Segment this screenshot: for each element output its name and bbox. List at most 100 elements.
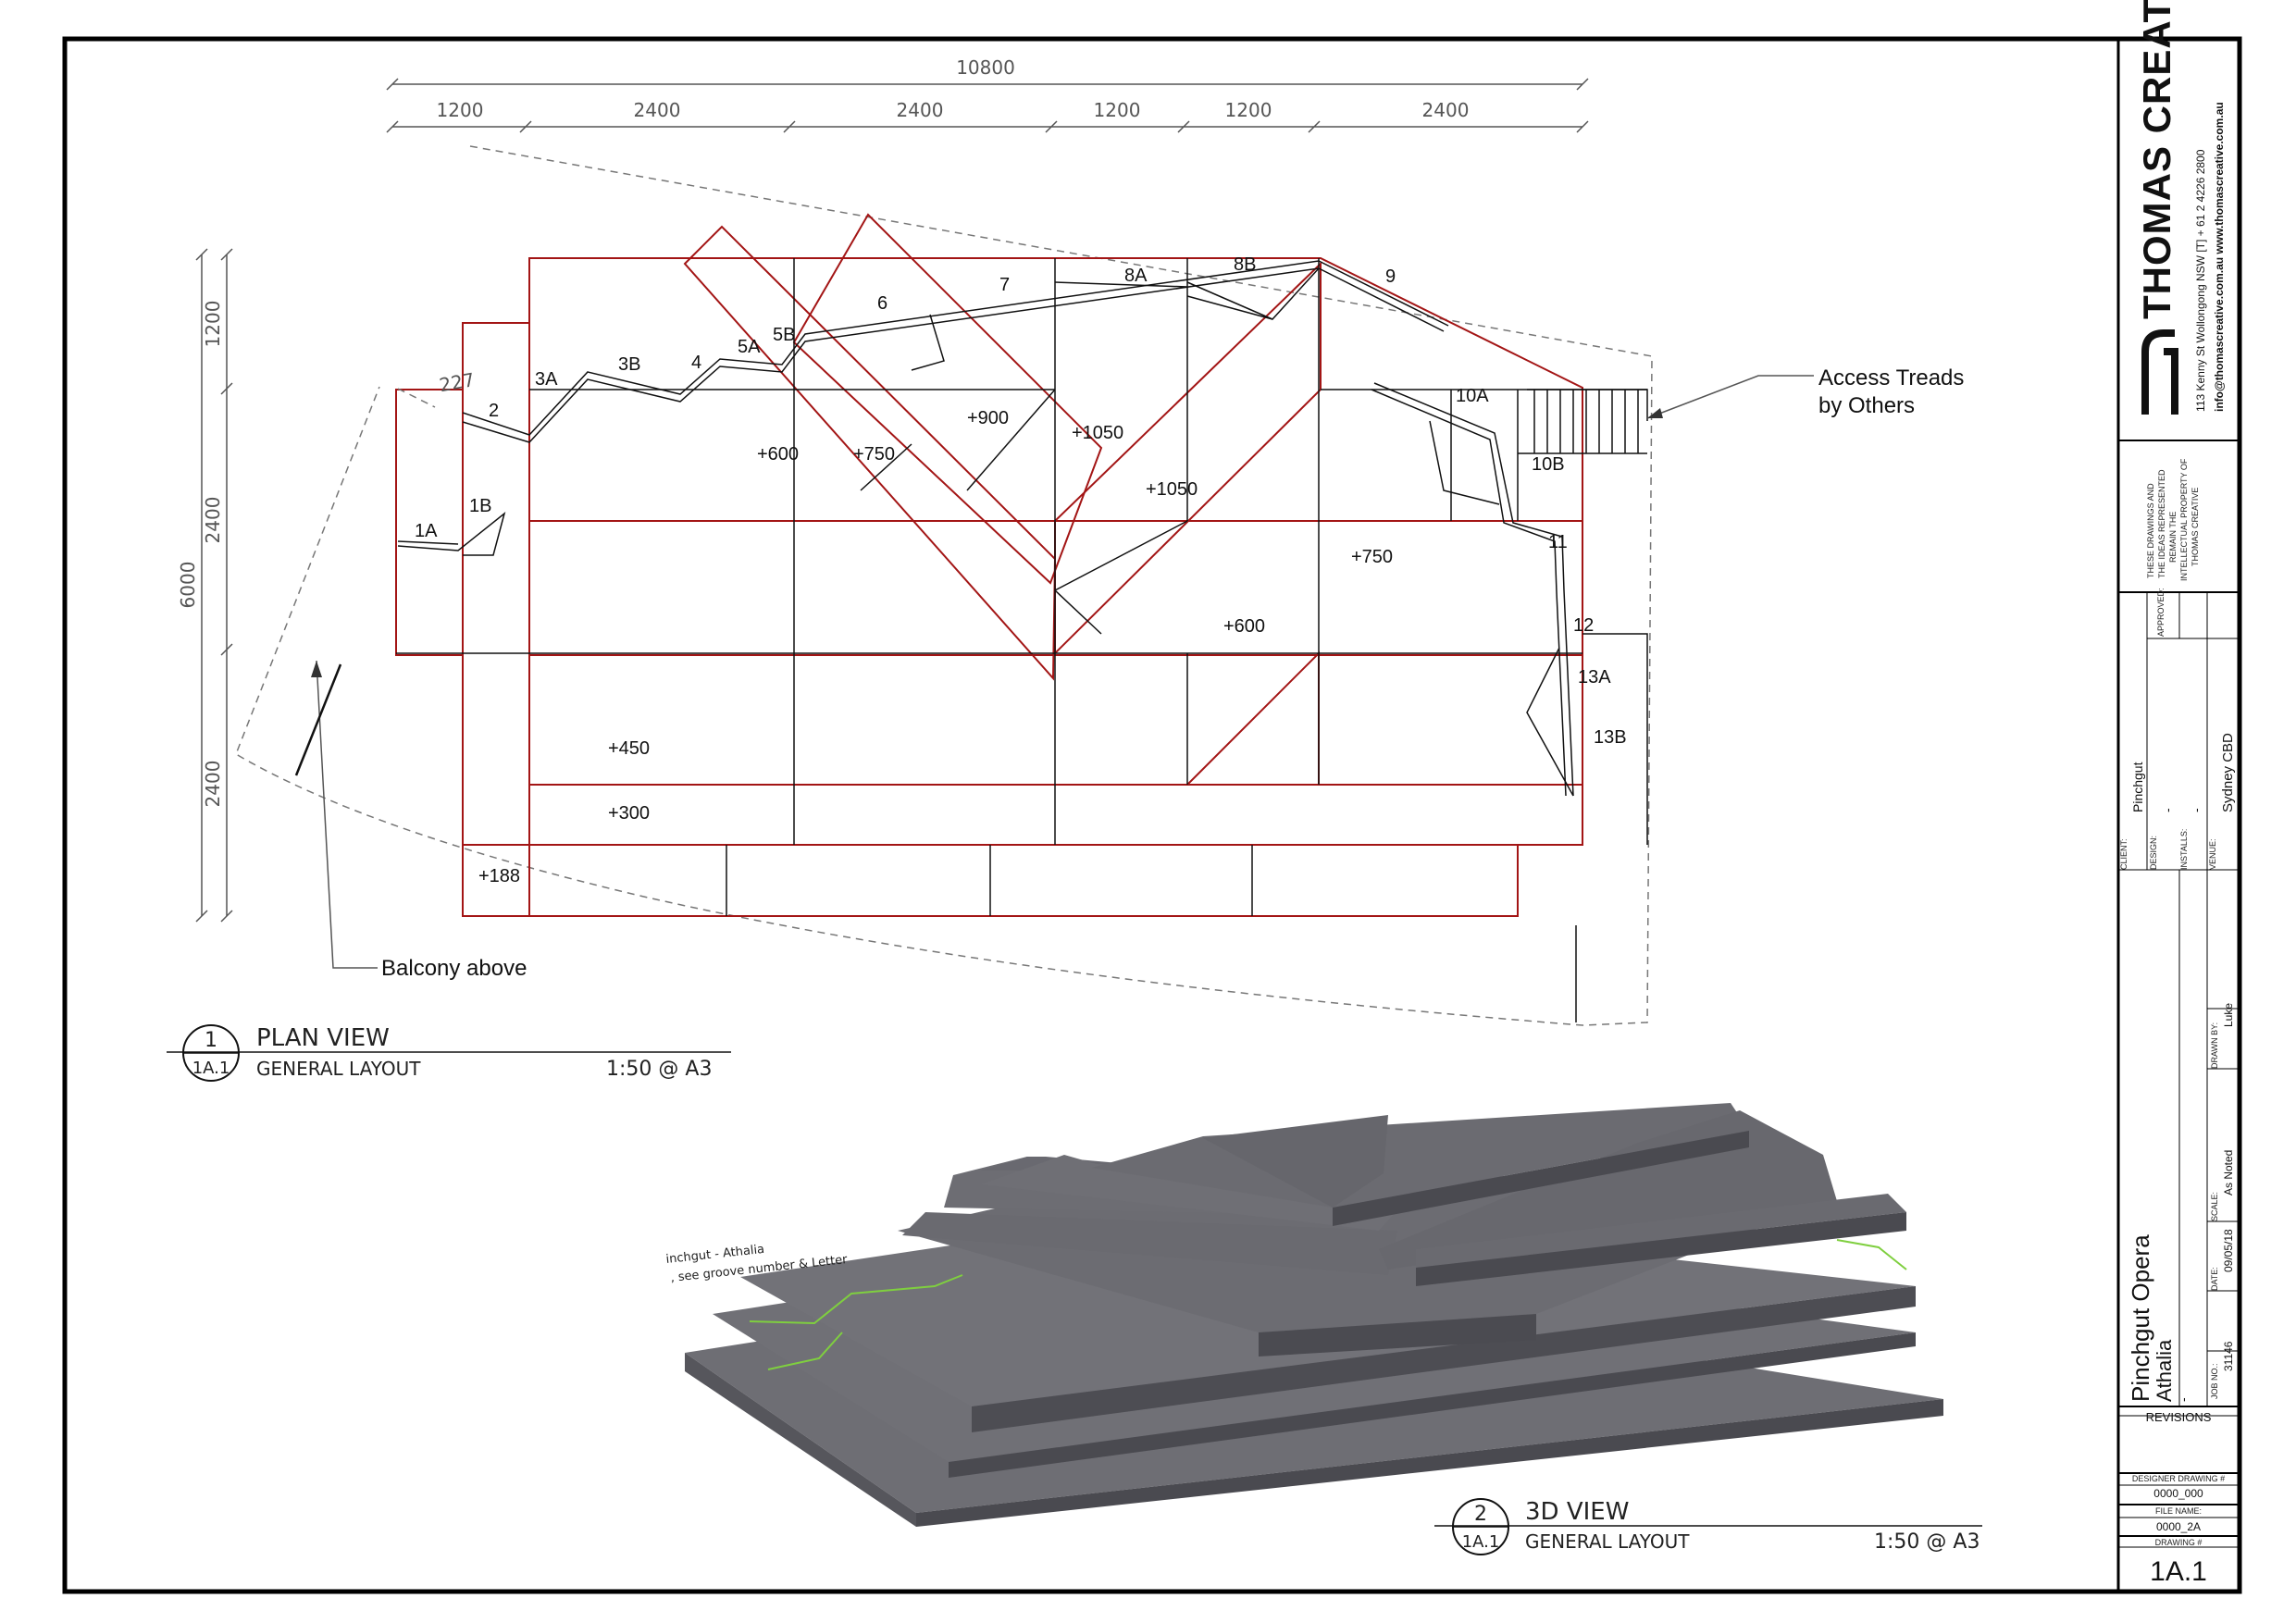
dim-seg-2: 2400: [634, 99, 681, 121]
balcony-label: Balcony above: [381, 956, 527, 981]
job-no-label: JOB NO.:: [2210, 1363, 2219, 1399]
dim-seg-3: 2400: [897, 99, 944, 121]
3d-view-number: 2: [1474, 1503, 1487, 1526]
dim-depth-2: 2400: [202, 497, 224, 544]
access-treads-label: Access Treads: [1818, 365, 1964, 390]
sheet-border: [62, 36, 2242, 1594]
plan-view-heading: PLAN VIEW: [256, 1024, 390, 1052]
access-treads-callout: Access Treads by Others: [1646, 365, 1964, 419]
venue-label: VENUE:: [2208, 838, 2217, 870]
date-label: DATE:: [2210, 1267, 2219, 1291]
title-block: THOMAS CREATIVE 113 Kenny St Wollongong …: [2118, 0, 2240, 1587]
tread-label: 13B: [1594, 727, 1627, 748]
tread-label: 9: [1385, 266, 1396, 287]
level-label: +450: [608, 738, 650, 759]
venue-value: Sydney CBD: [2220, 733, 2236, 812]
view-3d: inchgut - Athalia , see groove number & …: [665, 1103, 1982, 1555]
offset-note: 227: [438, 368, 477, 396]
3d-view-subheading: GENERAL LAYOUT: [1525, 1530, 1690, 1553]
plan-view-title: 1 1A.1 PLAN VIEW GENERAL LAYOUT 1:50 @ A…: [167, 1024, 731, 1082]
approved-label: APPROVED:: [2156, 588, 2166, 637]
level-label: +600: [757, 444, 799, 465]
company-name: THOMAS CREATIVE: [2135, 0, 2178, 319]
slab-side: [972, 1286, 1916, 1432]
tread-label: 11: [1548, 532, 1568, 552]
tread-labels: 1A 1B 2 3A 3B 4 5A 5B 6 7 8A 8B 9 10A 10…: [415, 254, 1627, 748]
company-contact: info@thomascreative.com.au www.thomascre…: [2213, 102, 2226, 412]
3d-view-heading: 3D VIEW: [1525, 1498, 1629, 1526]
slab-top: [1416, 1194, 1906, 1268]
dim-depth-1: 1200: [202, 301, 224, 348]
client-label: CLIENT:: [2119, 838, 2128, 870]
tread-label: 1A: [415, 521, 438, 541]
tread-chain: [397, 260, 1574, 797]
plan-view-sheet-ref: 1A.1: [192, 1059, 230, 1078]
tread-label: 10A: [1456, 386, 1489, 406]
slab-side: [685, 1353, 916, 1527]
scale-label: SCALE:: [2210, 1192, 2219, 1221]
svg-text:THOMAS CREATIVE: THOMAS CREATIVE: [2191, 488, 2200, 566]
slab-side: [1259, 1314, 1536, 1357]
tread-label: 8A: [1124, 266, 1148, 286]
left-dimensions: [195, 248, 233, 923]
level-label: +750: [1351, 547, 1393, 567]
balcony-callout: Balcony above: [294, 388, 527, 981]
design-value: -: [2160, 808, 2175, 812]
company-address: 113 Kenny St Wollongong NSW [T] + 61 2 4…: [2194, 149, 2207, 412]
svg-text:THESE DRAWINGS AND: THESE DRAWINGS AND: [2146, 483, 2155, 578]
tread-label: 3A: [535, 369, 558, 390]
tread-label: 5A: [738, 337, 761, 357]
platform-outlines: [395, 213, 1583, 917]
level-label: +300: [608, 803, 650, 824]
slab-side: [949, 1332, 1916, 1478]
installs-label: INSTALLS:: [2179, 829, 2189, 870]
level-label: +750: [853, 444, 895, 465]
tread-label: 12: [1573, 615, 1594, 636]
slab-top: [1203, 1115, 1388, 1208]
dim-seg-5: 1200: [1225, 99, 1272, 121]
green-tread-line: [749, 1274, 963, 1370]
slab-top: [1092, 1103, 1749, 1208]
drawing-number-value: 1A.1: [2150, 1556, 2207, 1587]
project-name: Pinchgut Opera: [2127, 1234, 2154, 1402]
access-treads-label-2: by Others: [1818, 393, 1915, 418]
plan-view-scale: 1:50 @ A3: [606, 1058, 712, 1081]
designer-drawing-label: DESIGNER DRAWING #: [2132, 1474, 2225, 1483]
file-name-value: 0000_2A: [2156, 1520, 2201, 1533]
tread-label: 7: [999, 275, 1010, 295]
platform-linework: [396, 258, 1648, 1022]
level-label: +1050: [1146, 479, 1198, 500]
svg-text:REMAIN THE: REMAIN THE: [2168, 512, 2178, 563]
designer-drawing-value: 0000_000: [2153, 1487, 2203, 1500]
scale-value: As Noted: [2222, 1150, 2235, 1196]
tread-label: 6: [877, 293, 887, 314]
3d-view-sheet-ref: 1A.1: [1462, 1532, 1500, 1552]
level-label: +900: [967, 408, 1009, 428]
top-dimensions: [386, 78, 1589, 133]
production-name: Athalia: [2153, 1339, 2176, 1402]
ip-notice: THESE DRAWINGS AND THE IDEAS REPRESENTED…: [2146, 458, 2200, 581]
job-no-value: 31146: [2222, 1341, 2235, 1371]
revisions-label: REVISIONS: [2146, 1410, 2212, 1424]
client-value: Pinchgut: [2130, 762, 2145, 812]
level-label: +1050: [1072, 423, 1123, 443]
level-labels: +900 +600 +750 +1050 +1050 +750 +600 +45…: [478, 408, 1393, 886]
company-logo: THOMAS CREATIVE 113 Kenny St Wollongong …: [2135, 0, 2226, 415]
slab-side: [1333, 1131, 1749, 1226]
tread-label: 10B: [1532, 454, 1565, 475]
tread-label: 8B: [1234, 254, 1256, 275]
tread-label: 4: [691, 353, 701, 373]
design-label: DESIGN:: [2149, 836, 2158, 870]
tread-label: 5B: [773, 325, 795, 345]
slab-top: [902, 1212, 1397, 1275]
dim-total-width: 10800: [956, 56, 1015, 79]
slab-side: [916, 1399, 1943, 1527]
plan-view-subheading: GENERAL LAYOUT: [256, 1058, 421, 1080]
production-sub: -: [2176, 1397, 2191, 1402]
balcony-outline: [235, 145, 1653, 1026]
svg-text:INTELLECTUAL PROPERTY OF: INTELLECTUAL PROPERTY OF: [2179, 458, 2189, 581]
date-value: 09/05/18: [2222, 1229, 2235, 1272]
level-label: +188: [478, 866, 520, 886]
plan-view: 10800 1200 2400 2400 1200 1200 2400 6000…: [167, 56, 1964, 1082]
